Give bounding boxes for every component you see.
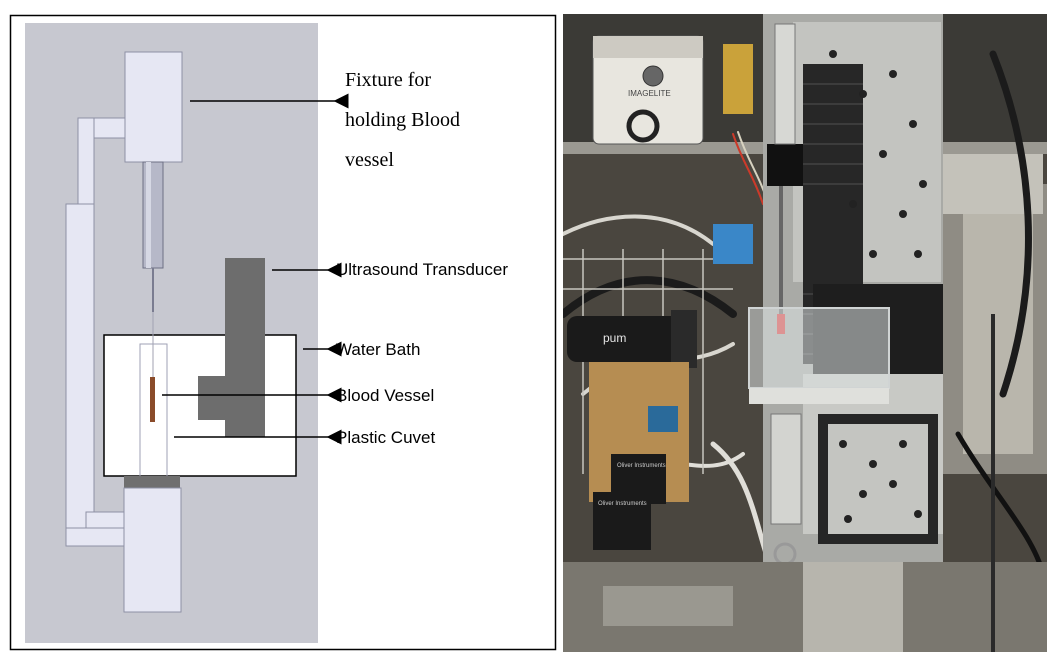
lamp-ring (626, 109, 660, 143)
lens-ring (671, 310, 697, 368)
display-2 (593, 492, 651, 550)
plate-holes (829, 50, 927, 523)
schematic-diagram: Fixture for holding Blood vessel Ultraso… (9, 14, 557, 651)
vertical-rail (774, 23, 796, 145)
blue-connector (648, 406, 678, 432)
bath-base (749, 388, 889, 404)
apparatus-photo: IMAGELITE pum (563, 14, 1047, 652)
lamp-brand-label: IMAGELITE (628, 89, 671, 98)
label-transducer: Ultrasound Transducer (336, 260, 508, 279)
lamp-knob (642, 65, 664, 87)
display-2-label: Oliver Instruments (598, 501, 647, 507)
label-blood-vessel: Blood Vessel (336, 386, 434, 405)
stand-base (803, 562, 903, 652)
blue-valve (713, 224, 753, 264)
label-fixture-line-2: holding Blood (345, 109, 460, 131)
display-1-label: Oliver Instruments (617, 463, 666, 469)
fixture-base-collar (124, 476, 180, 488)
ultrasound-transducer (198, 258, 265, 437)
lower-rail (770, 413, 802, 525)
rod-highlight (146, 162, 151, 268)
label-cuvet: Plastic Cuvet (336, 428, 435, 447)
pressure-sensor (767, 144, 803, 186)
fixture-top (124, 51, 183, 163)
roller-track (603, 586, 733, 626)
fixture-bottom (123, 487, 182, 613)
label-fixture-line-3: vessel (345, 149, 394, 171)
lens-label: pum (603, 331, 626, 345)
lamp-top (593, 36, 703, 58)
label-water-bath: Water Bath (336, 340, 420, 359)
blood-vessel (150, 377, 155, 422)
label-fixture-line-1: Fixture for (345, 69, 431, 91)
yellow-box (723, 44, 753, 114)
water-bath-box (748, 307, 890, 389)
camera-lens (567, 316, 697, 362)
